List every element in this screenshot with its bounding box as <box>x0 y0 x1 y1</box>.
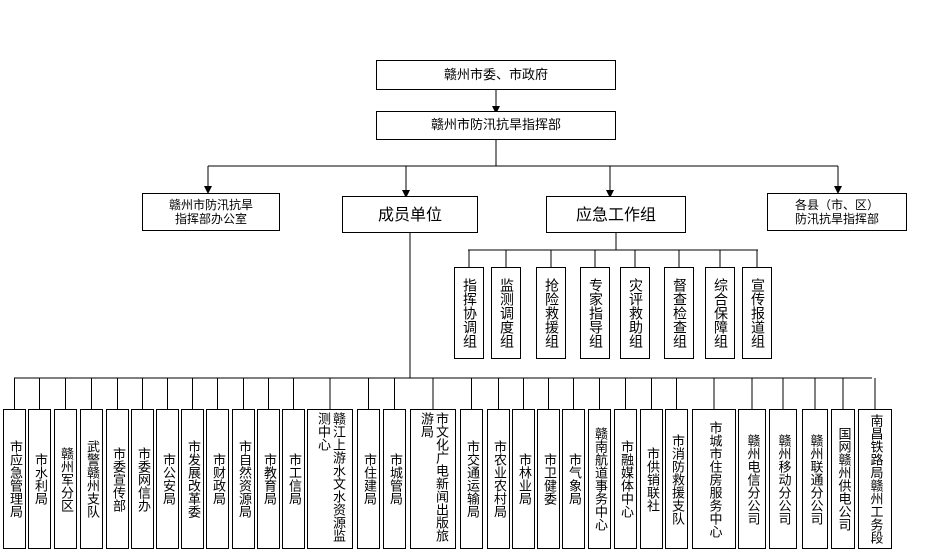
unit-box: 市城管局 <box>383 409 406 549</box>
unit-label: 市教育局 <box>261 453 276 505</box>
unit-label: 市城市住房服务中心 <box>706 420 722 538</box>
unit-label: 市财政局 <box>210 453 225 505</box>
unit-box: 市农业农村局 <box>487 409 510 549</box>
members-box: 成员单位 <box>342 196 478 233</box>
unit-label: 市城管局 <box>387 453 402 505</box>
group-label: 宣传报道组 <box>749 278 765 348</box>
unit-box: 市工信局 <box>282 409 305 549</box>
unit-label: 市公安局 <box>160 453 175 505</box>
unit-label: 市应急管理局 <box>7 440 22 518</box>
unit-box: 市发展改革委 <box>181 409 204 549</box>
group-label: 指挥协调组 <box>461 278 477 348</box>
committee-label: 赣州市委、市政府 <box>443 67 548 83</box>
unit-box: 市供销联社 <box>640 409 663 549</box>
unit-label: 赣州移动分公司 <box>775 433 791 525</box>
unit-label: 国网赣州供电公司 <box>835 427 851 531</box>
group-label: 专家指导组 <box>587 278 603 348</box>
unit-box: 赣州军分区 <box>54 409 77 549</box>
unit-label: 市自然资源局 <box>236 440 251 518</box>
unit-box: 市林业局 <box>512 409 535 549</box>
unit-box: 市财政局 <box>206 409 229 549</box>
unit-box: 市住建局 <box>357 409 380 549</box>
group-label: 抢险救援组 <box>543 278 559 348</box>
unit-label: 市消防救援支队 <box>669 433 684 525</box>
group-box: 抢险救援组 <box>536 267 566 359</box>
unit-box: 市消防救援支队 <box>665 409 688 549</box>
group-label: 监测调度组 <box>498 278 514 348</box>
unit-box: 南昌铁路局赣州工务段 <box>858 409 892 549</box>
emergency-label: 应急工作组 <box>575 204 656 224</box>
unit-label: 市水利局 <box>32 453 47 505</box>
group-box: 专家指导组 <box>580 267 610 359</box>
unit-label: 市住建局 <box>361 453 376 505</box>
unit-label: 市农业农村局 <box>491 440 506 518</box>
unit-box: 市委网信办 <box>131 409 154 549</box>
unit-box: 赣江上游水文水资源监测中心 <box>307 409 353 549</box>
group-box: 监测调度组 <box>491 267 521 359</box>
unit-box: 赣州联通分公司 <box>802 409 828 549</box>
counties-box: 各县（市、区） 防汛抗旱指挥部 <box>767 193 907 231</box>
office-box: 赣州市防汛抗旱 指挥部办公室 <box>142 193 280 231</box>
unit-label: 武警赣州支队 <box>84 440 99 518</box>
unit-box: 市自然资源局 <box>232 409 255 549</box>
group-box: 灾评救助组 <box>620 267 650 359</box>
unit-box: 武警赣州支队 <box>80 409 103 549</box>
group-box: 督查检查组 <box>664 267 694 359</box>
group-label: 综合保障组 <box>712 278 728 348</box>
unit-box: 市应急管理局 <box>3 409 26 549</box>
unit-label: 市气象局 <box>566 453 581 505</box>
hq-box: 赣州市防汛抗旱指挥部 <box>376 111 616 140</box>
unit-box: 市教育局 <box>257 409 280 549</box>
group-label: 督查检查组 <box>671 278 687 348</box>
unit-label: 赣江上游水文水资源监测中心 <box>315 412 345 542</box>
group-box: 宣传报道组 <box>742 267 772 359</box>
unit-label: 市融媒体中心 <box>618 440 633 518</box>
unit-box: 市卫健委 <box>537 409 560 549</box>
unit-box: 市水利局 <box>28 409 51 549</box>
unit-label: 市发展改革委 <box>185 440 200 518</box>
unit-label: 南昌铁路局赣州工务段 <box>867 414 883 544</box>
unit-box: 赣南航道事务中心 <box>588 409 611 549</box>
unit-box: 国网赣州供电公司 <box>831 409 855 549</box>
group-box: 综合保障组 <box>705 267 735 359</box>
counties-label: 各县（市、区） 防汛抗旱指挥部 <box>794 198 879 226</box>
unit-box: 市文化广电新闻出版旅游局 <box>410 409 456 549</box>
unit-box: 赣州移动分公司 <box>769 409 797 549</box>
emergency-box: 应急工作组 <box>546 196 686 233</box>
unit-label: 市委宣传部 <box>110 446 125 512</box>
committee-box: 赣州市委、市政府 <box>376 60 616 90</box>
unit-label: 市林业局 <box>516 453 531 505</box>
unit-box: 市城市住房服务中心 <box>692 409 736 549</box>
unit-box: 市委宣传部 <box>106 409 129 549</box>
unit-label: 市供销联社 <box>644 446 659 512</box>
unit-box: 市融媒体中心 <box>614 409 637 549</box>
unit-label: 市文化广电新闻出版旅游局 <box>418 412 448 542</box>
group-box: 指挥协调组 <box>454 267 484 359</box>
unit-box: 市公安局 <box>156 409 179 549</box>
unit-label: 市委网信办 <box>135 446 150 512</box>
unit-box: 赣州电信分公司 <box>738 409 766 549</box>
unit-label: 赣南航道事务中心 <box>592 427 607 531</box>
unit-label: 赣州军分区 <box>58 446 73 512</box>
unit-label: 赣州电信分公司 <box>744 433 760 525</box>
unit-label: 市工信局 <box>286 453 301 505</box>
hq-label: 赣州市防汛抗旱指挥部 <box>430 118 561 133</box>
group-label: 灾评救助组 <box>627 278 643 348</box>
unit-box: 市气象局 <box>562 409 585 549</box>
unit-label: 市交通运输局 <box>464 440 479 518</box>
unit-label: 市卫健委 <box>541 453 556 505</box>
unit-box: 市交通运输局 <box>460 409 483 549</box>
office-label: 赣州市防汛抗旱 指挥部办公室 <box>168 198 253 226</box>
members-label: 成员单位 <box>377 204 442 224</box>
unit-label: 赣州联通分公司 <box>807 433 823 525</box>
